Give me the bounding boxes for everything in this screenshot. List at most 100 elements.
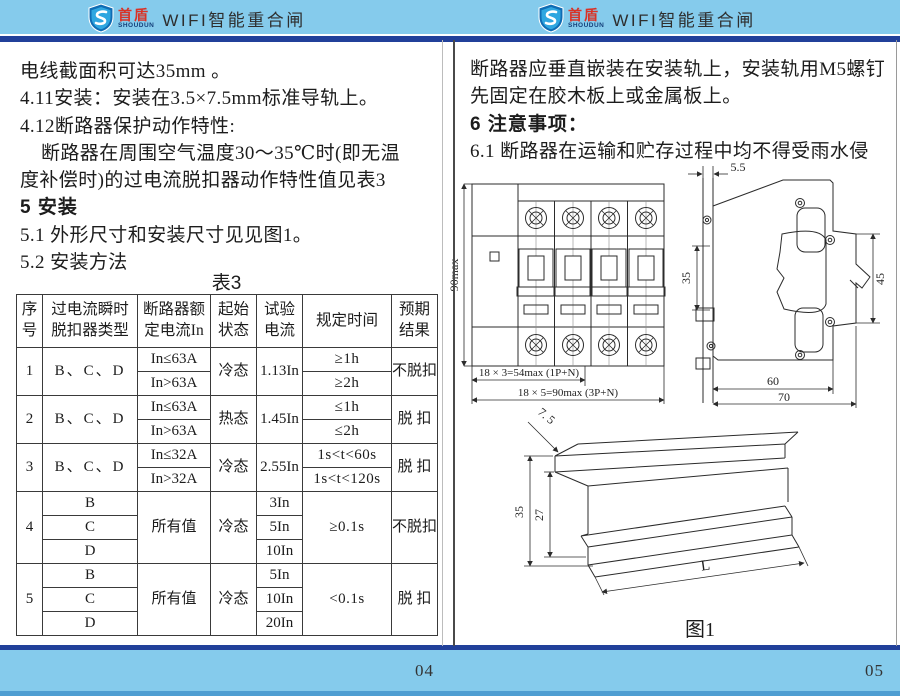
body-text-line: 断路器应垂直嵌装在安装轨上，安装轨用M5螺钉 xyxy=(470,59,886,80)
rail-depth-label: 7. 5 xyxy=(535,405,558,427)
footer-bar: 04 xyxy=(0,650,450,691)
footer-stripe xyxy=(450,645,900,650)
cell-result: 脱 扣 xyxy=(391,395,438,444)
header-bar xyxy=(0,0,450,34)
table-row: In>32A 1s<t<120s xyxy=(17,467,438,492)
table-row: D 20In xyxy=(17,611,438,636)
dim-right-label: 45 xyxy=(873,273,887,285)
cell-state: 热态 xyxy=(210,395,257,444)
cell-rated: 所有值 xyxy=(137,563,211,636)
bottom-strip xyxy=(450,691,900,696)
brand-name-cn: 首盾 xyxy=(118,7,150,24)
cell-type: D xyxy=(42,611,138,636)
breaker-side-outline xyxy=(695,178,871,403)
brand-name-en: SHOUDUN xyxy=(568,22,605,30)
body-text-line: 6.1 断路器在运输和贮存过程中均不得受雨水侵 xyxy=(470,140,869,162)
brand-logo: 首盾 SHOUDUN WIFI智能重合闸 xyxy=(86,2,306,34)
body-text-line: 电线截面积可达35mm 。 xyxy=(20,61,231,82)
col-header: 试验 电流 xyxy=(256,294,303,348)
header-bar xyxy=(450,0,900,34)
brand-text: 首盾 SHOUDUN xyxy=(568,8,604,30)
cell-type: B、C、D xyxy=(42,395,138,444)
page-right: 首盾 SHOUDUN WIFI智能重合闸 断路器应垂直嵌装在安装轨上，安装轨用M… xyxy=(447,0,900,696)
page-title: WIFI智能重合闸 xyxy=(612,10,756,30)
dim-left-label: 35 xyxy=(679,272,693,284)
table-header-row: 序 号 过电流瞬时 脱扣器类型 断路器额 定电流In 起始 状态 试验 电流 规… xyxy=(16,294,438,348)
cell-time: ≥2h xyxy=(302,371,392,396)
cell-rated: In>63A xyxy=(137,419,211,444)
rail-height-inner-label: 27 xyxy=(532,509,546,521)
cell-num: 3 xyxy=(16,443,43,492)
cell-time: ≥0.1s xyxy=(302,491,392,564)
brand-text: 首盾 SHOUDUN xyxy=(118,8,154,30)
body-text-line: 断路器在周围空气温度30～35℃时(即无温 xyxy=(41,142,400,164)
trip-characteristics-table: 序 号 过电流瞬时 脱扣器类型 断路器额 定电流In 起始 状态 试验 电流 规… xyxy=(16,294,438,636)
cell-result: 脱 扣 xyxy=(391,443,438,492)
rail-height-outer-label: 35 xyxy=(512,506,526,518)
cell-time: ≤1h xyxy=(302,395,392,420)
table-row: 4 B 所有值 冷态 3In ≥0.1s 不脱扣 xyxy=(16,491,438,564)
left-text-block: 电线截面积可达35mm 。 4.11安装：安装在3.5×7.5mm标准导轨上。 … xyxy=(20,58,438,276)
table-row: C 5In xyxy=(17,515,438,540)
cell-type: C xyxy=(42,515,138,540)
cell-current: 10In xyxy=(256,587,303,612)
brand-name-cn: 首盾 xyxy=(568,7,600,24)
table-row: 1 B、C、D In≤63A 冷态 1.13In ≥1h 不脱扣 xyxy=(16,347,438,396)
table-row: 3 B、C、D In≤32A 冷态 2.55In 1s<t<60s 脱 扣 xyxy=(16,443,438,492)
table-row: C 10In xyxy=(17,587,438,612)
col-header: 过电流瞬时 脱扣器类型 xyxy=(42,294,138,348)
cell-rated: In≤63A xyxy=(137,347,211,372)
right-text-block: 断路器应垂直嵌装在安装轨上，安装轨用M5螺钉 先固定在胶木板上或金属板上。 6 … xyxy=(470,56,888,165)
rail-dimensions xyxy=(524,421,809,596)
cell-num: 1 xyxy=(16,347,43,396)
page-number: 05 xyxy=(865,661,884,680)
table-caption: 表3 xyxy=(211,273,242,294)
cell-result: 不脱扣 xyxy=(391,491,438,564)
side-dimensions xyxy=(688,166,880,408)
figure-caption: 图1 xyxy=(685,619,715,641)
dim-width-1-label: 18 × 3=54max (1P+N) xyxy=(479,367,580,379)
cell-rated: In>32A xyxy=(137,467,211,492)
brand-logo: 首盾 SHOUDUN WIFI智能重合闸 xyxy=(536,2,756,34)
body-text-line: 度补偿时)的过电流脱扣器动作特性值见表3 xyxy=(20,170,386,192)
col-header: 断路器额 定电流In xyxy=(137,294,211,348)
cell-time: ≤2h xyxy=(302,419,392,444)
table-row: D 10In xyxy=(17,539,438,564)
cell-current: 5In xyxy=(256,563,303,588)
col-header: 序 号 xyxy=(16,294,43,348)
cell-type: B xyxy=(42,491,138,516)
page-divider xyxy=(453,40,455,646)
figure-rail-view: 35 27 7. 5 L xyxy=(512,405,809,596)
col-header: 起始 状态 xyxy=(210,294,257,348)
cell-type: B xyxy=(42,563,138,588)
header-stripe xyxy=(0,36,450,42)
cell-time: 1s<t<60s xyxy=(302,443,392,468)
cell-current: 1.45In xyxy=(256,395,303,444)
table-row: 5 B 所有值 冷态 5In <0.1s 脱 扣 xyxy=(16,563,438,636)
cell-current: 20In xyxy=(256,611,303,636)
cell-rated: In≤63A xyxy=(137,395,211,420)
page-title: WIFI智能重合闸 xyxy=(162,10,306,30)
cell-rated: 所有值 xyxy=(137,491,211,564)
cell-rated: In≤32A xyxy=(137,443,211,468)
cell-time: ≥1h xyxy=(302,347,392,372)
footer-stripe xyxy=(0,645,450,650)
breaker-front-outline xyxy=(471,183,665,367)
shield-icon xyxy=(88,3,114,33)
cell-current: 3In xyxy=(256,491,303,516)
table-row: In>63A ≥2h xyxy=(17,371,438,396)
dim-width-2-label: 18 × 5=90max (3P+N) xyxy=(518,387,619,399)
cell-current: 1.13In xyxy=(256,347,303,396)
section-heading: 5 安装 xyxy=(20,197,78,219)
body-text-line: 5.2 安装方法 xyxy=(20,252,128,274)
section-heading: 6 注意事项： xyxy=(470,113,588,135)
cell-state: 冷态 xyxy=(210,491,257,564)
col-header: 预期 结果 xyxy=(391,294,438,348)
cell-type: B、C、D xyxy=(42,347,138,396)
cell-type: D xyxy=(42,539,138,564)
cell-num: 5 xyxy=(16,563,43,636)
figure-side-view: 5.5 35 45 60 70 xyxy=(679,160,887,408)
body-text-line: 先固定在胶木板上或金属板上。 xyxy=(470,86,742,108)
cell-state: 冷态 xyxy=(210,443,257,492)
